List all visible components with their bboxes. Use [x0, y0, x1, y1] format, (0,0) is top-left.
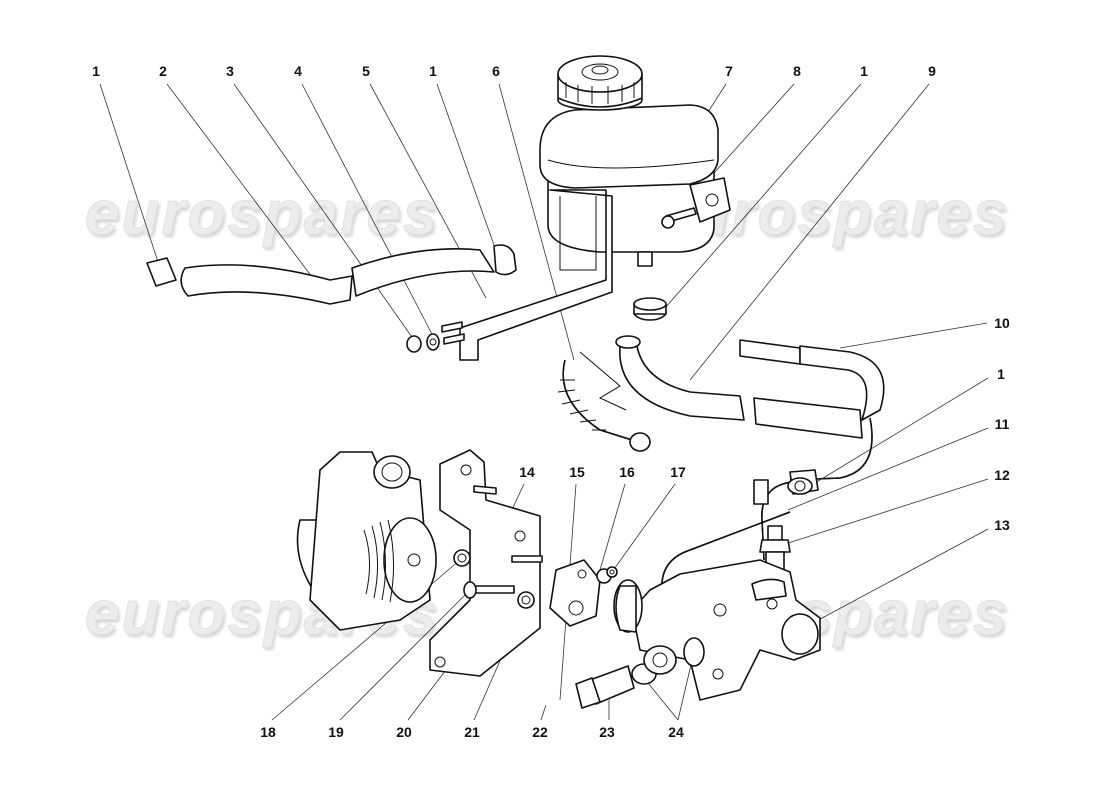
- callout-4: 4: [294, 63, 302, 79]
- banjo-bolt-part-23: [575, 637, 705, 709]
- callout-17: 17: [670, 464, 686, 480]
- nut-washer-parts-3-4: [406, 321, 465, 353]
- callout-7: 7: [725, 63, 733, 79]
- clamp-part-1: [787, 477, 813, 495]
- callout-16: 16: [619, 464, 635, 480]
- pressure-line-part-10: [739, 339, 885, 561]
- callout-22: 22: [532, 724, 548, 740]
- reservoir-part-7: [539, 55, 731, 267]
- callout-8: 8: [793, 63, 801, 79]
- callout-2: 2: [159, 63, 167, 79]
- callout-1: 1: [860, 63, 868, 79]
- hose-part-9: [615, 335, 863, 439]
- callout-11: 11: [994, 416, 1010, 432]
- fitting-part-12: [759, 525, 791, 571]
- watermark-logo: eurospares: [84, 179, 440, 249]
- callout-3: 3: [226, 63, 234, 79]
- coupling-parts-15-22: [549, 559, 618, 627]
- callout-10: 10: [994, 315, 1010, 331]
- pump-pulley-assembly: [296, 451, 437, 631]
- callout-23: 23: [599, 724, 615, 740]
- pump-part-13: [613, 559, 821, 701]
- callout-13: 13: [994, 517, 1010, 533]
- bracket-part-5: [459, 189, 613, 361]
- clamp-part-1: [633, 297, 667, 321]
- leader-lines: [99, 83, 989, 721]
- bracket-part-14: [429, 449, 541, 677]
- callout-5: 5: [362, 63, 370, 79]
- callout-9: 9: [928, 63, 936, 79]
- callout-24: 24: [668, 724, 684, 740]
- callout-20: 20: [396, 724, 412, 740]
- callout-6: 6: [492, 63, 500, 79]
- callout-15: 15: [569, 464, 585, 480]
- fasteners-parts-18-21: [453, 549, 543, 609]
- callout-1: 1: [997, 366, 1005, 382]
- callout-21: 21: [464, 724, 480, 740]
- hose-part-2: [146, 244, 517, 305]
- callout-14: 14: [519, 464, 535, 480]
- spring-hose-part-6: [557, 351, 651, 452]
- callout-19: 19: [328, 724, 344, 740]
- callout-1: 1: [429, 63, 437, 79]
- callout-18: 18: [260, 724, 276, 740]
- callout-12: 12: [994, 467, 1010, 483]
- callout-1: 1: [92, 63, 100, 79]
